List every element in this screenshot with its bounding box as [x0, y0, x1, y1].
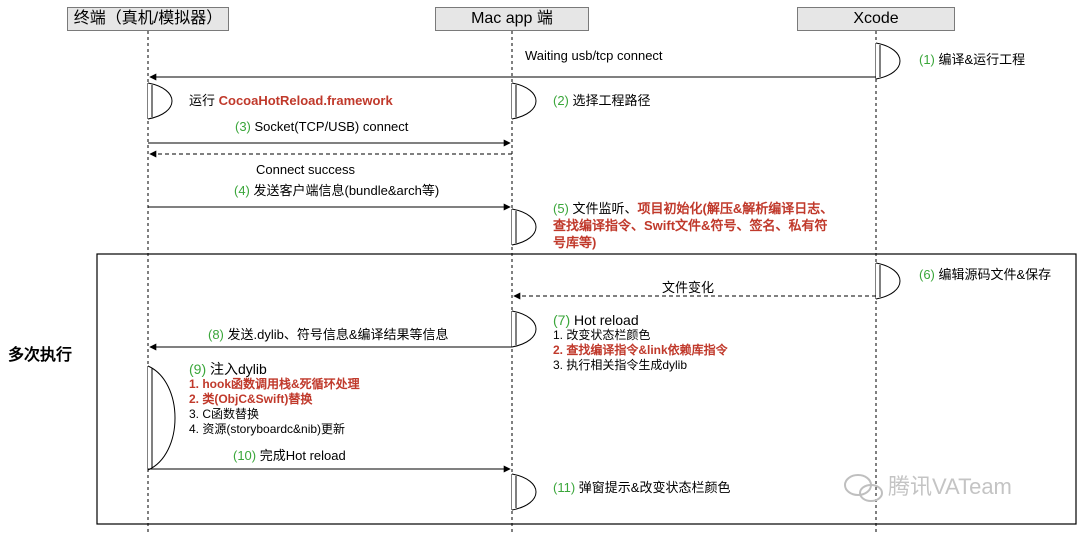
- step-number: (7): [553, 312, 571, 328]
- label-waiting-connect: Waiting usb/tcp connect: [525, 48, 663, 63]
- loop-frame: [96, 253, 1077, 525]
- note-item: 2. 查找编译指令&link依赖库指令: [553, 343, 728, 357]
- note-item: 2. 类(ObjC&Swift)替换: [189, 392, 313, 406]
- step-number: (11): [553, 480, 576, 495]
- note-edit-source: (6) 编辑源码文件&保存: [919, 267, 1051, 283]
- step-number: (1): [919, 52, 935, 67]
- note-text: 运行: [189, 93, 219, 108]
- message-text: 发送客户端信息(bundle&arch等): [249, 183, 440, 198]
- note-popup-status: (11) 弹窗提示&改变状态栏颜色: [553, 480, 730, 496]
- label-finish-reload: (10) 完成Hot reload: [233, 448, 346, 464]
- step-number: (5): [553, 201, 569, 216]
- message-text: Socket(TCP/USB) connect: [250, 119, 409, 134]
- step-number: (8): [208, 327, 224, 342]
- label-file-change: 文件变化: [662, 280, 715, 295]
- label-send-client-info: (4) 发送客户端信息(bundle&arch等): [234, 183, 439, 199]
- loop-label: 多次执行: [8, 347, 73, 364]
- self-call-xcode-1: [875, 42, 901, 80]
- framework-name: CocoaHotReload.framework: [218, 93, 393, 108]
- note-highlight: 查找编译指令、Swift文件&符号、签名、私有符: [553, 218, 828, 233]
- lane-header-mac: Mac app 端: [435, 7, 589, 31]
- step-number: (3): [235, 119, 251, 134]
- note-item: 3. 执行相关指令生成dylib: [553, 358, 688, 372]
- step-number: (10): [233, 448, 257, 463]
- self-call-mac-2: [511, 82, 537, 120]
- note-run-framework: 运行 CocoaHotReload.framework: [189, 93, 393, 109]
- note-item: 1. hook函数调用栈&死循环处理: [189, 377, 360, 391]
- note-select-project: (2) 选择工程路径: [553, 93, 651, 109]
- note-text: 弹窗提示&改变状态栏颜色: [575, 480, 731, 495]
- label-send-dylib: (8) 发送.dylib、符号信息&编译结果等信息: [208, 327, 449, 343]
- self-call-mac-7: [511, 310, 537, 348]
- note-compile-run: (1) 编译&运行工程: [919, 52, 1025, 68]
- wechat-logo-icon: [844, 474, 883, 502]
- note-item: 3. C函数替换: [189, 407, 260, 421]
- note-text: 文件监听、: [568, 201, 638, 216]
- self-call-xcode-6: [875, 262, 901, 300]
- step-number: (4): [234, 183, 250, 198]
- lane-header-xcode: Xcode: [797, 7, 955, 31]
- note-text: 编辑源码文件&保存: [934, 267, 1052, 282]
- watermark: 腾讯VATeam: [888, 474, 1012, 499]
- note-highlight: 项目初始化(解压&解析编译日志、: [637, 201, 834, 216]
- self-call-mac-5: [511, 208, 537, 246]
- step-number: (9): [189, 361, 207, 377]
- note-text: 选择工程路径: [568, 93, 651, 108]
- self-call-terminal-9: [147, 365, 176, 471]
- note-highlight: 号库等): [553, 235, 597, 250]
- note-project-init: (5) 文件监听、项目初始化(解压&解析编译日志、 查找编译指令、Swift文件…: [553, 200, 833, 251]
- message-text: 完成Hot reload: [256, 448, 346, 463]
- note-item: 4. 资源(storyboardc&nib)更新: [189, 422, 346, 436]
- message-text: 发送.dylib、符号信息&编译结果等信息: [223, 327, 449, 342]
- self-call-mac-11: [511, 473, 537, 511]
- note-text: Hot reload: [570, 312, 639, 328]
- step-number: (2): [553, 93, 569, 108]
- self-call-terminal-run: [147, 82, 173, 120]
- lane-header-terminal: 终端（真机/模拟器）: [67, 7, 229, 31]
- label-socket-connect: (3) Socket(TCP/USB) connect: [235, 119, 408, 135]
- note-text: 编译&运行工程: [934, 52, 1026, 67]
- label-connect-success: Connect success: [256, 162, 355, 177]
- step-number: (6): [919, 267, 935, 282]
- note-item: 1. 改变状态栏颜色: [553, 328, 651, 342]
- note-inject-dylib: (9) 注入dylib 1. hook函数调用栈&死循环处理 2. 类(ObjC…: [189, 361, 360, 437]
- note-text: 注入dylib: [206, 361, 267, 377]
- note-hot-reload: (7) Hot reload 1. 改变状态栏颜色 2. 查找编译指令&link…: [553, 312, 728, 373]
